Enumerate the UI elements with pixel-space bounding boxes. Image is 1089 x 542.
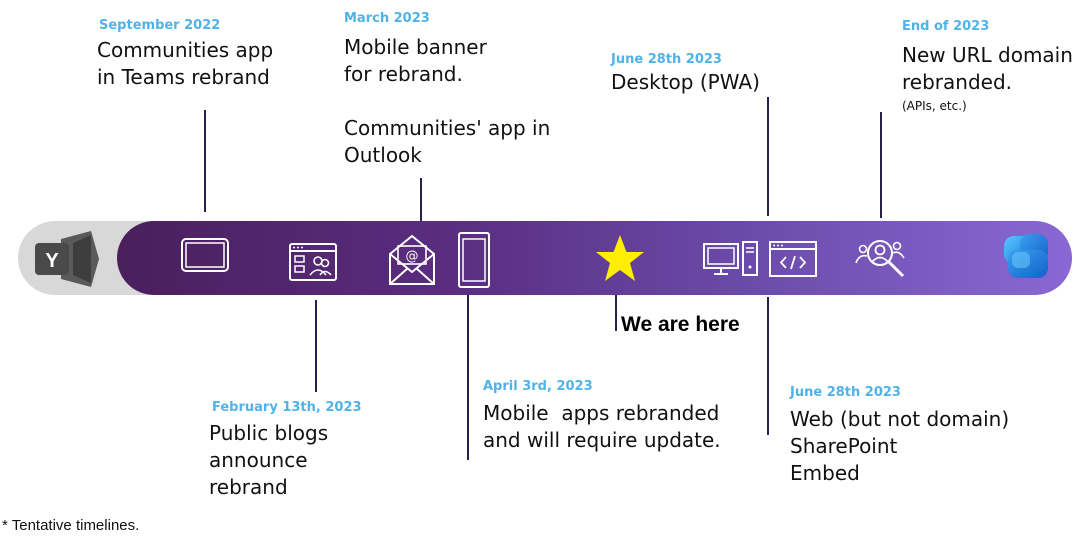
footnote: * Tentative timelines.: [2, 517, 140, 534]
milestone-sep2022-line1: Communities app: [97, 38, 274, 62]
svg-text:@: @: [406, 249, 419, 264]
milestone-jun2023b-line1: Web (but not domain): [790, 407, 1010, 431]
connector-apr2023: [467, 295, 469, 460]
milestone-sep2022-line2: in Teams rebrand: [97, 65, 270, 89]
connector-current: [615, 295, 617, 331]
milestone-jun2023b-text: Web (but not domain) SharePoint Embed: [790, 406, 1009, 487]
connector-sep2022: [204, 110, 206, 212]
milestone-mar2023-date: March 2023: [344, 11, 430, 26]
milestone-sep2022-date: September 2022: [99, 18, 221, 33]
milestone-end2023-line1: New URL domain: [902, 43, 1073, 67]
milestone-mar2023-line2: for rebrand.: [344, 62, 463, 86]
timeline-bar: [117, 221, 1072, 295]
milestone-jun2023b-line3: Embed: [790, 461, 860, 485]
web-people-icon: [289, 243, 337, 281]
email-icon: @: [389, 234, 435, 285]
milestone-feb2023-line1: Public blogs: [209, 421, 329, 445]
star-icon: [596, 235, 644, 281]
yammer-logo-letter: Y: [45, 250, 59, 272]
connector-mar2023: [420, 178, 422, 222]
milestone-mar2023-line1: Mobile banner: [344, 35, 487, 59]
connector-jun2023b: [767, 297, 769, 435]
milestone-end2023-date: End of 2023: [902, 19, 990, 34]
milestone-end2023-text: New URL domain rebranded.: [902, 42, 1073, 96]
we-are-here-label: We are here: [621, 313, 740, 336]
phone-icon: [458, 232, 490, 288]
connector-feb2023: [315, 300, 317, 392]
desktop-icon: [703, 241, 758, 276]
milestone-feb2023-line2: announce: [209, 448, 308, 472]
milestone-jun2023a-date: June 28th 2023: [611, 52, 722, 67]
tablet-icon: [181, 238, 229, 272]
milestone-sep2022-text: Communities app in Teams rebrand: [97, 37, 273, 91]
milestone-feb2023-text: Public blogs announce rebrand: [209, 420, 328, 501]
milestone-apr2023-date: April 3rd, 2023: [483, 379, 593, 394]
connector-jun2023a: [767, 97, 769, 216]
milestone-mar2023-line3: Communities' app in: [344, 116, 551, 140]
people-search-icon: [855, 240, 905, 278]
milestone-apr2023-text: Mobile apps rebranded and will require u…: [483, 400, 721, 454]
milestone-jun2023b-date: June 28th 2023: [790, 385, 901, 400]
milestone-feb2023-line3: rebrand: [209, 475, 288, 499]
milestone-apr2023-line2: and will require update.: [483, 428, 721, 452]
milestone-mar2023-line4: Outlook: [344, 143, 422, 167]
code-window-icon: [769, 241, 817, 277]
connector-end2023: [880, 112, 882, 218]
milestone-end2023-note: (APIs, etc.): [902, 99, 967, 113]
milestone-feb2023-date: February 13th, 2023: [212, 400, 362, 415]
viva-engage-logo: [1004, 234, 1048, 278]
yammer-logo: Y: [35, 231, 99, 287]
milestone-jun2023b-line2: SharePoint: [790, 434, 898, 458]
milestone-end2023-line2: rebranded.: [902, 70, 1012, 94]
milestone-jun2023a-text: Desktop (PWA): [611, 70, 760, 94]
milestone-mar2023-text: Mobile banner for rebrand.: [344, 34, 487, 88]
milestone-apr2023-line1: Mobile apps rebranded: [483, 401, 720, 425]
milestone-mar2023-text2: Communities' app in Outlook: [344, 115, 550, 169]
